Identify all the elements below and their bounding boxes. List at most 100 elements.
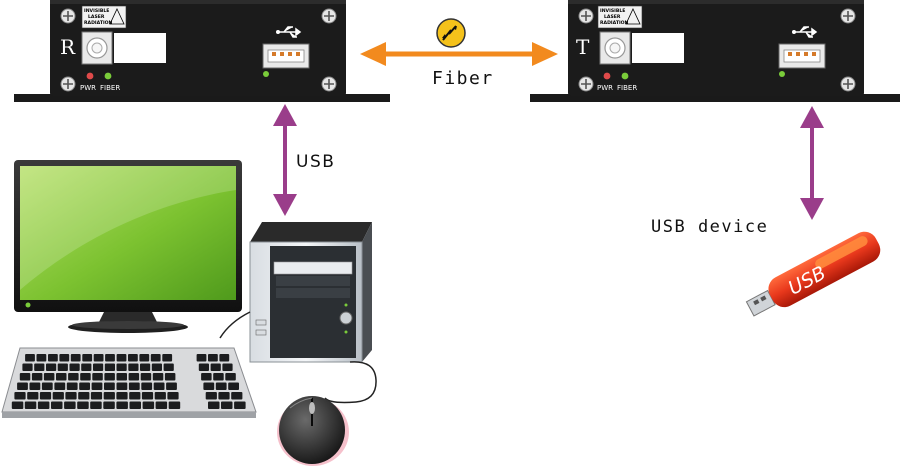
keyboard-key bbox=[222, 363, 233, 371]
keyboard-key bbox=[128, 363, 139, 371]
keyboard-key bbox=[151, 363, 162, 371]
keyboard-key bbox=[219, 354, 230, 362]
keyboard-key bbox=[52, 392, 64, 400]
mouse-wheel-icon bbox=[309, 402, 315, 414]
pc-power-button-icon bbox=[339, 311, 353, 325]
transmitter-device: INVISIBLE LASER RADIATION T PWR FIBER bbox=[530, 0, 900, 102]
keyboard-key bbox=[116, 401, 128, 409]
monitor-power-led-icon bbox=[25, 302, 31, 308]
fiber-link-arrow bbox=[360, 42, 558, 66]
keyboard-key bbox=[152, 373, 164, 381]
warning-line-1: INVISIBLE bbox=[600, 8, 625, 14]
keyboard-key bbox=[128, 382, 140, 390]
fiber-port-icon bbox=[81, 31, 113, 65]
pwr-label: PWR bbox=[80, 84, 96, 92]
keyboard-key bbox=[103, 401, 115, 409]
keyboard-key bbox=[154, 392, 166, 400]
pwr-led-icon bbox=[603, 72, 611, 80]
receiver-letter: R bbox=[60, 35, 76, 59]
usb-label: USB bbox=[296, 152, 336, 172]
pwr-label: PWR bbox=[597, 84, 613, 92]
pc-usb-port-icon bbox=[255, 329, 267, 336]
keyboard-key bbox=[164, 373, 176, 381]
keyboard-key bbox=[104, 373, 115, 381]
warning-line-2: LASER bbox=[88, 14, 105, 20]
keyboard-key bbox=[198, 363, 209, 371]
keyboard-key bbox=[39, 392, 52, 400]
keyboard-key bbox=[116, 373, 127, 381]
keyboard-key bbox=[201, 373, 212, 381]
keyboard-key bbox=[128, 373, 140, 381]
keyboard-key bbox=[93, 354, 104, 362]
usb-link-arrow-right bbox=[800, 106, 824, 220]
keyboard-key bbox=[81, 363, 92, 371]
keyboard-key bbox=[29, 382, 41, 390]
keyboard-key bbox=[79, 382, 90, 390]
keyboard-key bbox=[116, 354, 127, 362]
keyboard-key bbox=[205, 392, 217, 400]
keyboard-key bbox=[116, 382, 128, 390]
keyboard-key bbox=[105, 354, 115, 362]
keyboard-key bbox=[142, 401, 155, 409]
keyboard-key bbox=[56, 373, 67, 381]
keyboard-key bbox=[208, 401, 220, 409]
keyboard-key bbox=[104, 382, 115, 390]
usb-port-icon bbox=[262, 43, 310, 69]
keyboard-key bbox=[57, 363, 68, 371]
keyboard-key bbox=[34, 363, 45, 371]
keyboard-key bbox=[129, 401, 141, 409]
warning-line-3: RADIATION bbox=[600, 20, 629, 26]
keyboard-key bbox=[155, 401, 168, 409]
keyboard-key bbox=[116, 392, 128, 400]
keyboard-key bbox=[103, 392, 115, 400]
keyboard-key bbox=[93, 363, 104, 371]
keyboard-key bbox=[90, 401, 102, 409]
keyboard-key bbox=[14, 392, 26, 400]
keyboard-key bbox=[68, 373, 79, 381]
keyboard-key bbox=[196, 354, 207, 362]
keyboard-key bbox=[77, 401, 89, 409]
keyboard-key bbox=[22, 363, 33, 371]
screw-icon bbox=[60, 8, 337, 92]
monitor bbox=[14, 160, 242, 333]
keyboard-key bbox=[59, 354, 70, 362]
keyboard-key bbox=[153, 382, 165, 390]
laser-warning-label: INVISIBLE LASER RADIATION bbox=[597, 5, 643, 29]
keyboard-key bbox=[37, 401, 50, 409]
keyboard-key bbox=[11, 401, 24, 409]
keyboard-key bbox=[51, 401, 63, 409]
pc-tower bbox=[219, 222, 377, 404]
fiber-label: Fiber bbox=[432, 68, 494, 89]
pwr-led-icon bbox=[86, 72, 94, 80]
warning-line-2: LASER bbox=[604, 14, 621, 20]
usb-link-arrow-left bbox=[273, 104, 297, 216]
keyboard-key bbox=[36, 354, 47, 362]
keyboard-key bbox=[141, 392, 154, 400]
keyboard-key bbox=[25, 354, 35, 362]
laser-warning-icon bbox=[625, 8, 641, 25]
keyboard-key bbox=[129, 392, 141, 400]
keyboard-key bbox=[213, 373, 224, 381]
keyboard-key bbox=[139, 354, 150, 362]
keyboard bbox=[1, 347, 257, 418]
transmitter-display-window bbox=[632, 33, 684, 63]
keyboard-key bbox=[41, 382, 53, 390]
keyboard-key bbox=[150, 354, 161, 362]
keyboard-key bbox=[17, 382, 28, 390]
keyboard-key bbox=[231, 392, 243, 400]
fiber-led-label: FIBER bbox=[100, 84, 120, 92]
keyboard-key bbox=[234, 401, 246, 409]
keyboard-key bbox=[31, 373, 43, 381]
keyboard-key bbox=[166, 382, 177, 390]
usb-device-label: USB device bbox=[651, 217, 769, 237]
keyboard-key bbox=[48, 354, 58, 362]
keyboard-key bbox=[54, 382, 66, 390]
keyboard-keys bbox=[11, 354, 246, 409]
keyboard-key bbox=[24, 401, 37, 409]
keyboard-key bbox=[141, 382, 153, 390]
keyboard-key bbox=[203, 382, 215, 390]
keyboard-key bbox=[92, 373, 103, 381]
keyboard-key bbox=[218, 392, 230, 400]
keyboard-key bbox=[228, 382, 239, 390]
